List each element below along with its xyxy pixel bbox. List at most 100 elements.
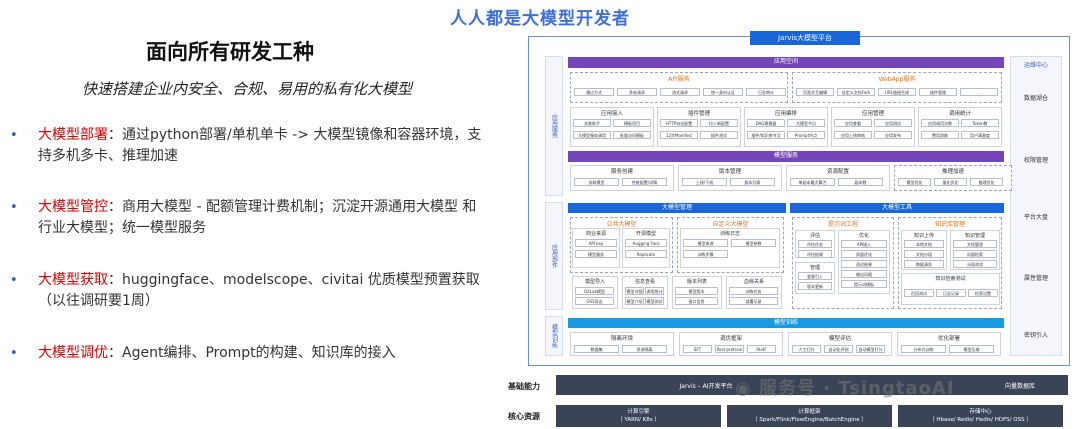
tool-group-title: 优化: [858, 233, 869, 239]
app-group-chip: 拉入新配置: [700, 119, 738, 127]
app-group-chip: 关联助手: [573, 119, 611, 127]
train-group-chip: 人工打分: [792, 345, 821, 353]
bullet-text: ：Agent编排、Prompt的构建、知识库的接入: [108, 345, 396, 361]
train-group-title: 模型评估: [828, 336, 851, 342]
tool-group-title: 管理: [809, 265, 820, 271]
train-group-title: 优化部署: [937, 336, 960, 342]
base-capability-label: 基础能力: [508, 382, 540, 391]
mgmt-group-chip: 模型介绍: [625, 297, 644, 305]
model-group-chip: API key: [575, 239, 617, 247]
vector-db-text: 向量数据库: [1004, 383, 1035, 390]
side-label-components: 应用部件: [545, 202, 563, 310]
mgmt-group-chip: GitLab模型: [575, 287, 614, 295]
bullet-item: •大模型调优：Agent编排、Prompt的构建、知识库的接入: [10, 343, 485, 364]
model-tools-band: 大模型工具: [790, 203, 1004, 213]
tool-group-chip: 日志记录: [936, 289, 966, 297]
app-group-box: [657, 107, 741, 147]
webapp-chip: URL链接生成: [878, 88, 916, 96]
custom-models-title: 自定义大模型: [712, 221, 749, 228]
tool-group-chip: 文档管理: [953, 240, 997, 248]
train-group-chip: SFT: [683, 345, 712, 353]
tool-group-chip: API接入: [841, 240, 887, 248]
ops-center-item: 数据湖仓: [1023, 95, 1048, 102]
mgmt-group-title: 模型导入: [584, 279, 605, 285]
app-group-box: [744, 107, 828, 147]
api-chip: 流式请求: [660, 88, 700, 96]
train-group-chip: 数据集: [574, 345, 619, 353]
tool-group-chip: 质量优化: [841, 250, 887, 258]
tool-group-chip: 测试结果: [841, 260, 887, 268]
app-group-box: [570, 107, 654, 147]
app-group-chip: Token数: [961, 119, 999, 127]
service-group-title: 推理加速: [941, 169, 964, 175]
service-group-chip: 版本列表: [730, 178, 775, 186]
api-chip: 统一身份认证: [703, 88, 743, 96]
api-service-box: [570, 72, 788, 103]
model-group-chip: Hugging Face: [625, 239, 667, 247]
app-group-chip: 应用查看: [834, 119, 872, 127]
app-group-chip: HTTP协议配置: [660, 119, 698, 127]
bullet-text: ：商用大模型 - 配额管理计费机制；沉淀开源通用大模型 和 行业大模型；统一模型…: [38, 199, 477, 236]
service-group-chip: 推理优化: [970, 178, 1003, 186]
service-group-chip: 量化优化: [934, 178, 967, 186]
webapp-service-box: [792, 72, 1002, 103]
core-resource-detail: （ Spark/Flink/FlowEngine/BatchEngine ）: [752, 417, 867, 423]
train-group-chip: 自动模型打分: [856, 345, 885, 353]
bullet-key: 大模型调优: [38, 345, 108, 361]
mgmt-group-chip: OSS导出: [575, 297, 614, 305]
train-group-chip: 自动化评测: [824, 345, 853, 353]
prompt-eng-title: 提示词工程: [827, 221, 858, 228]
bullet-dot-icon: •: [10, 128, 18, 143]
tool-group-title: 知识检索测试: [935, 276, 966, 282]
model-group-box: [622, 228, 670, 268]
page-heading: 面向所有研发工种: [146, 39, 314, 64]
app-group-chip: 应用测试: [874, 119, 912, 127]
train-group-chip: 资源隔离: [622, 345, 667, 353]
tool-group-chip: 输出风格: [841, 270, 887, 278]
app-group-chip: 批量访问模板: [613, 131, 651, 139]
model-group-box: [572, 228, 620, 268]
bullet-item: •大模型获取：huggingface、modelscope、civitai 优质…: [10, 270, 485, 312]
mgmt-group-chip: 模型测试: [645, 297, 664, 305]
app-group-chip: 应用调用次数: [921, 119, 959, 127]
service-group-chip: 单副本最大算力: [790, 178, 835, 186]
train-group-title: 隔离环境: [610, 336, 633, 342]
app-group-chip: 大模型节点: [787, 119, 825, 127]
bullet-key: 大模型部署: [38, 127, 108, 143]
model-group-title: 开源模型: [635, 231, 656, 237]
base-bar: [556, 375, 1068, 395]
tool-group-chip: 文档分段: [904, 250, 944, 258]
bullet-item: •大模型管控：商用大模型 - 配额管理计费机制；沉淀开源通用大模型 和 行业大模…: [10, 197, 485, 239]
base-bar-text: Jarvis – AI开发平台: [679, 383, 733, 390]
tool-group-chip: 评估任务: [798, 240, 832, 248]
mgmt-group-title: 信息查看: [634, 279, 655, 285]
core-resource-bar: [727, 405, 892, 427]
app-group-chip: 12步Manifest: [660, 131, 698, 139]
service-group-chip: 上线/下线: [682, 178, 727, 186]
page-subtitle: 快速搭建企业内安全、合规、易用的私有化大模型: [81, 80, 412, 98]
model-group-chip: Replicate: [625, 250, 667, 258]
app-group-chip: 插件/知识库节点: [747, 131, 785, 139]
api-service-title: API服务: [668, 76, 690, 83]
service-group-chip: 关联模型: [574, 178, 619, 186]
tool-group-chip: 数据清洗: [904, 260, 944, 268]
mgmt-group-chip: 模型版本: [675, 287, 718, 295]
bullet-text: ：通过python部署/单机单卡 -> 大模型镜像和容器环境，支持多机多卡、推理…: [38, 127, 482, 164]
ops-center-title: 运维中心: [1023, 62, 1048, 69]
tool-group-title: 知识管理: [964, 233, 985, 239]
app-group-box: [918, 107, 1002, 147]
tool-group-title: 评估: [809, 233, 820, 239]
api-chip: 日志审计: [746, 88, 786, 96]
app-group-chip: 应用上线审核: [834, 131, 872, 139]
tool-group-chip: 检索设置: [968, 289, 998, 297]
bullet-item: • 大模型部署：通过python部署/单机单卡 -> 大模型镜像和容器环境，支持多…: [10, 125, 485, 167]
app-group-chip: 应用发布: [874, 131, 912, 139]
core-resource-bar: [898, 405, 1063, 427]
mgmt-group-title: 血缘关系: [743, 279, 764, 285]
webapp-chip: ...: [960, 88, 998, 96]
model-service-band: 模型服务: [568, 151, 1004, 162]
ops-center-item: 权限管理: [1023, 157, 1048, 164]
bullet-text: ：huggingface、modelscope、civitai 优质模型预置获取…: [38, 272, 480, 309]
mgmt-group-chip: 模型详细: [625, 287, 644, 295]
model-mgmt-band: 大模型管理: [568, 203, 786, 213]
